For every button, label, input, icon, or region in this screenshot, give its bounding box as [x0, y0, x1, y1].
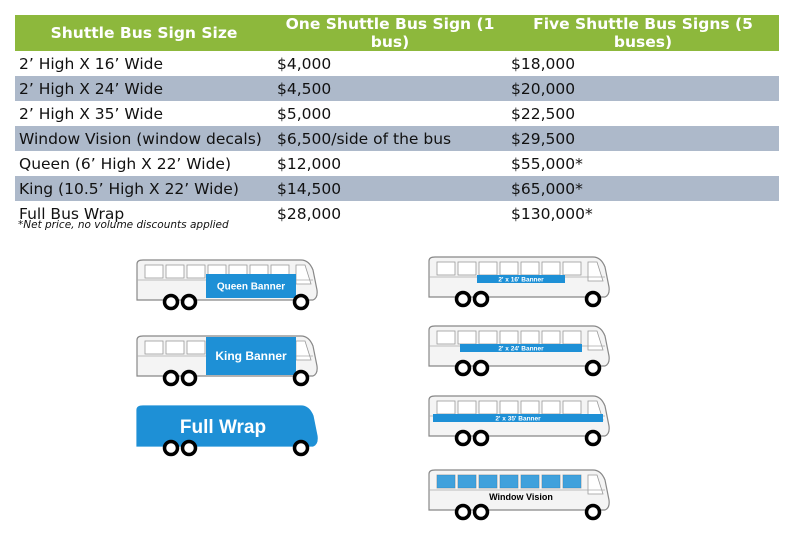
cell-one-bus-price: $4,500: [273, 76, 507, 101]
bus-24ft-banner: 2' x 24' Banner: [425, 322, 611, 380]
table-row: Queen (6’ High X 22’ Wide) $12,000 $55,000…: [15, 151, 779, 176]
bus-35ft-banner: 2' x 35' Banner: [425, 392, 611, 450]
cell-five-bus-price: $29,500: [507, 126, 779, 151]
banner-label: 2' x 35' Banner: [495, 415, 541, 422]
bus-full-wrap: Full Wrap: [133, 402, 319, 460]
table-row: 2’ High X 24’ Wide$4,500$20,000: [15, 76, 779, 101]
cell-five-bus-price: $130,000*: [511, 204, 593, 223]
cell-sign-size: 2’ High X 24’ Wide: [15, 76, 273, 101]
pricing-table: Shuttle Bus Sign Size One Shuttle Bus Si…: [15, 15, 779, 226]
cell-one-bus-price: $6,500/side of the bus: [273, 126, 507, 151]
cell-sign-size: 2’ High X 16’ Wide: [19, 54, 164, 73]
cell-sign-size: Queen (6’ High X 22’ Wide): [19, 154, 231, 173]
cell-sign-size: Full Bus Wrap: [19, 204, 125, 223]
cell-five-bus-price: $55,000*: [511, 154, 583, 173]
banner-label: Full Wrap: [180, 417, 266, 438]
bus-king-banner: King Banner: [133, 332, 319, 390]
header-one-bus: One Shuttle Bus Sign (1 bus): [273, 15, 507, 51]
banner-label: Queen Banner: [217, 282, 285, 293]
cell-one-bus-price: $4,000: [277, 54, 332, 73]
cell-five-bus-price: $65,000*: [507, 176, 779, 201]
cell-sign-size: King (10.5’ High X 22’ Wide): [15, 176, 273, 201]
table-row: 2’ High X 35’ Wide $5,000 $22,500: [15, 101, 779, 126]
banner-label: 2' x 16' Banner: [498, 276, 544, 283]
cell-one-bus-price: $5,000: [277, 104, 332, 123]
cell-sign-size: 2’ High X 35’ Wide: [19, 104, 164, 123]
banner-label: King Banner: [215, 349, 287, 363]
bus-window-vision: Window Vision: [425, 466, 611, 524]
cell-five-bus-price: $20,000: [507, 76, 779, 101]
banner-label: Window Vision: [489, 492, 553, 502]
table-row: Full Bus Wrap $28,000 $130,000*: [15, 201, 779, 226]
header-sign-size: Shuttle Bus Sign Size: [15, 15, 273, 51]
table-row: King (10.5’ High X 22’ Wide)$14,500$65,0…: [15, 176, 779, 201]
bus-16ft-banner: 2' x 16' Banner: [425, 253, 611, 311]
header-five-buses: Five Shuttle Bus Signs (5 buses): [507, 15, 779, 51]
cell-one-bus-price: $12,000: [277, 154, 342, 173]
cell-one-bus-price: $14,500: [273, 176, 507, 201]
cell-sign-size: Window Vision (window decals): [15, 126, 273, 151]
footnote: *Net price, no volume discounts applied: [18, 219, 229, 231]
cell-five-bus-price: $18,000: [511, 54, 576, 73]
cell-five-bus-price: $22,500: [511, 104, 576, 123]
bus-queen-banner: Queen Banner: [133, 256, 319, 314]
table-row: Window Vision (window decals)$6,500/side…: [15, 126, 779, 151]
cell-one-bus-price: $28,000: [277, 204, 342, 223]
banner-label: 2' x 24' Banner: [498, 345, 544, 352]
table-row: 2’ High X 16’ Wide $4,000 $18,000: [15, 51, 779, 76]
